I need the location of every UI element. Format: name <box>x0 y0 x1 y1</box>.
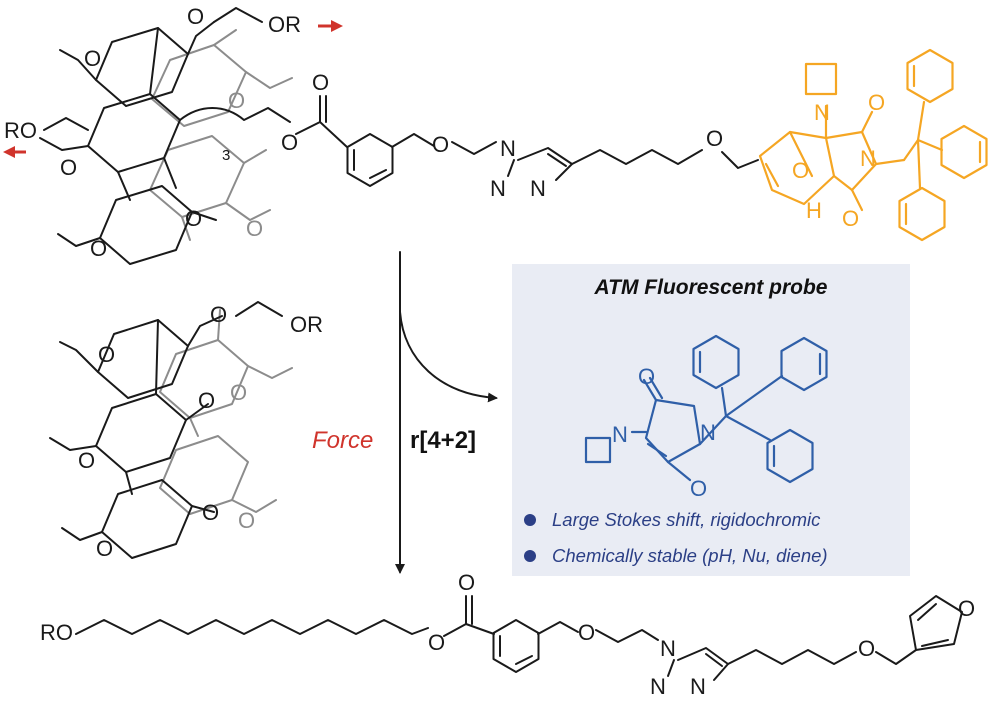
methoxy-o-mid-1: O <box>98 342 115 367</box>
methoxy-o-left-2: O <box>60 155 77 180</box>
ester-o-1: O <box>281 130 298 155</box>
probe-n-azetidine: N <box>612 422 628 447</box>
bullet-dot-1 <box>524 514 536 526</box>
bridgehead-h: H <box>806 198 822 223</box>
bridge-o: O <box>792 158 809 183</box>
ether-o-mid: O <box>210 302 227 327</box>
methoxy-o-front-4: O <box>185 206 202 231</box>
methoxy-o-mid-3: O <box>96 536 113 561</box>
atm-probe-structure <box>584 334 828 484</box>
axle-alkyl-chain <box>179 107 291 123</box>
bullet-text-1: Large Stokes shift, rigidochromic <box>552 509 821 530</box>
ether-o-bottom: O <box>858 636 875 661</box>
methoxy-o-left-1: O <box>84 46 101 71</box>
carbonyl-o-1: O <box>312 70 329 95</box>
aryl-ether-o-bottom: O <box>578 620 595 645</box>
methoxy-o-mid-2: O <box>78 448 95 473</box>
probe-panel <box>512 264 910 576</box>
imide-n: N <box>860 146 876 171</box>
methoxy-o-mid-4: O <box>198 388 215 413</box>
furan-ring <box>909 595 963 651</box>
ro-label-bottom: RO <box>40 620 73 645</box>
methoxy-o-mid-5: O <box>202 500 219 525</box>
butyl-chain-bottom <box>727 649 857 665</box>
triazole-n2-bottom: N <box>650 674 666 699</box>
bullet-dot-2 <box>524 550 536 562</box>
azetidine-n-top: N <box>814 100 830 125</box>
probe-o-bottom: O <box>690 476 707 501</box>
imide-o-bottom: O <box>842 206 859 231</box>
pillararene-back-rings <box>149 29 293 241</box>
ether-chain-left <box>43 117 89 131</box>
bottom-product-structure: RO O O O N N N O O <box>40 570 975 699</box>
ester-bond <box>295 95 321 135</box>
dodecyl-chain <box>75 619 429 635</box>
trityl-phenyls-top <box>898 48 988 242</box>
force-label: Force <box>312 427 373 454</box>
top-rotaxane-structure: O O O O O O O OR RO 3 O <box>3 4 988 265</box>
ether-chain-top <box>213 7 263 23</box>
release-arrow-curved <box>399 311 498 403</box>
ether-o-top: O <box>187 4 204 29</box>
triazole-n3-bottom: N <box>690 674 706 699</box>
or-label-mid: OR <box>290 312 323 337</box>
benzoate-ring <box>346 133 394 187</box>
benzoate-ring-bottom <box>492 619 540 673</box>
methoxy-o-left-3: O <box>90 236 107 261</box>
released-pillararene: O O O OR O O O O O <box>49 301 323 561</box>
ester-o-bottom: O <box>428 630 445 655</box>
triazole-n1: N <box>500 136 516 161</box>
methoxy-o-grey-2: O <box>246 216 263 241</box>
probe-o-top: O <box>638 364 655 389</box>
reaction-label: r[4+2] <box>410 427 476 454</box>
triazole-n2: N <box>490 176 506 201</box>
methoxy-o-grey-mid-1: O <box>230 380 247 405</box>
or-label-top-right: OR <box>268 12 301 37</box>
ro-label-top-left: RO <box>4 118 37 143</box>
probe-n-imide: N <box>700 420 716 445</box>
pillararene-front-rings <box>39 21 217 265</box>
aryl-ether-o: O <box>432 132 449 157</box>
bullet-text-2: Chemically stable (pH, Nu, diene) <box>552 545 828 566</box>
propargyl-ether-o: O <box>706 126 723 151</box>
oxanorbornene-adduct <box>758 62 906 212</box>
imide-o-top: O <box>868 90 885 115</box>
repeat-subscript: 3 <box>222 147 230 164</box>
methoxy-o-grey-mid-2: O <box>238 508 255 533</box>
carbonyl-o-bottom: O <box>458 570 475 595</box>
methoxy-o-grey-1: O <box>228 88 245 113</box>
probe-panel-title: ATM Fluorescent probe <box>594 276 828 299</box>
furan-o: O <box>958 596 975 621</box>
triazole-n3: N <box>530 176 546 201</box>
butyl-chain-top <box>571 149 703 165</box>
triazole-n1-bottom: N <box>660 636 676 661</box>
